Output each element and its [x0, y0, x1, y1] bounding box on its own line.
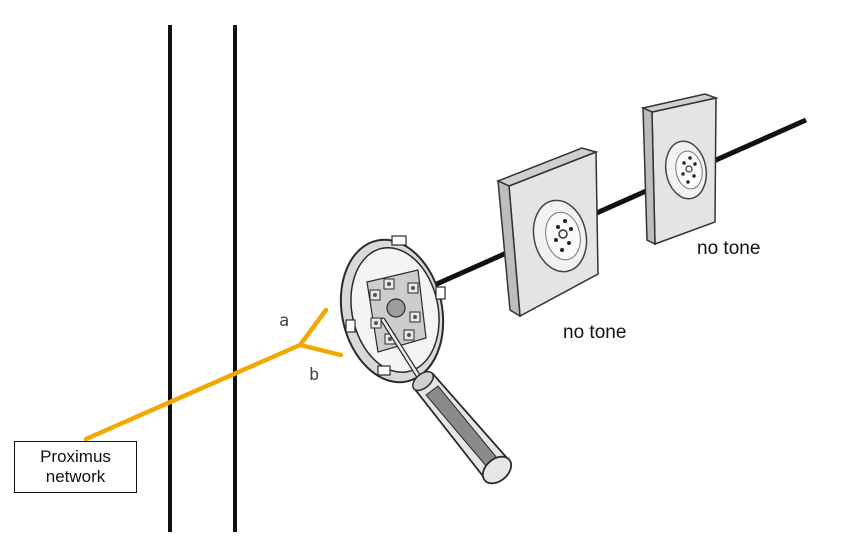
telephone-socket-icon: [496, 147, 599, 318]
network-wire: [83, 307, 344, 442]
wire-a-label: a: [279, 311, 290, 331]
phone-cable: [428, 117, 808, 290]
network-label-line2: network: [45, 467, 106, 486]
proximus-network-box: Proximus network: [14, 441, 137, 493]
outlet-1-status: no tone: [563, 322, 627, 343]
screwdriver-icon: [380, 317, 513, 485]
wire-b-label: b: [309, 365, 320, 385]
outlet-2-status: no tone: [697, 238, 761, 259]
open-socket-mount-icon: [339, 235, 446, 384]
telephone-socket-icon: [640, 93, 719, 246]
network-label-line1: Proximus: [40, 447, 111, 466]
